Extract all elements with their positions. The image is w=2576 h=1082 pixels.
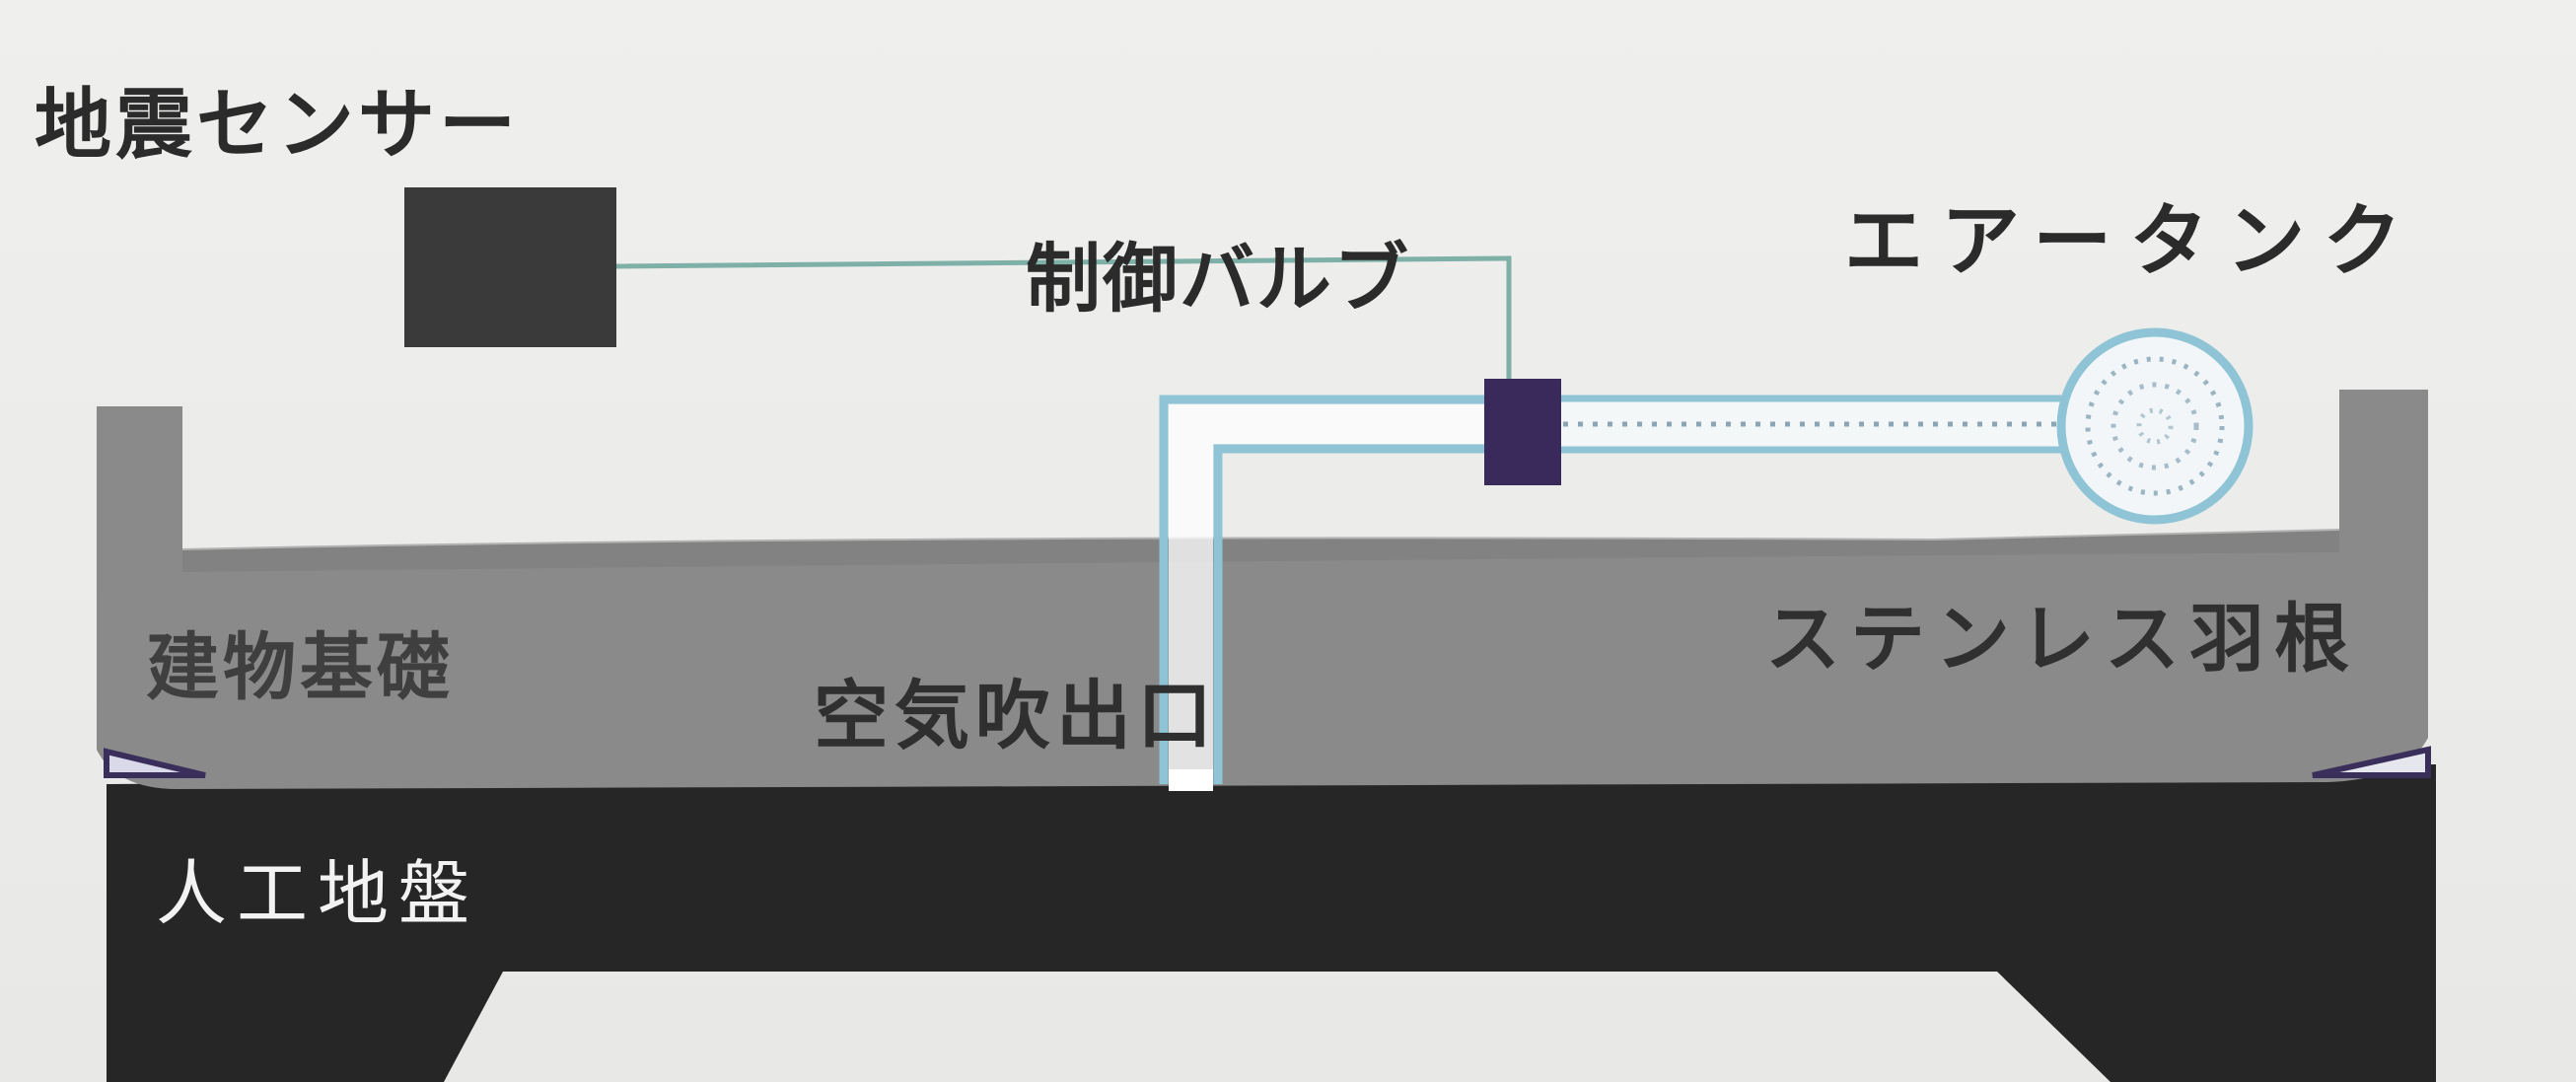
building-foundation bbox=[97, 390, 2428, 789]
sensor-signal-wire bbox=[612, 255, 1512, 381]
foundation-shade bbox=[182, 529, 2339, 572]
control-valve-label: 制御バルブ bbox=[1026, 235, 1410, 323]
air-pipe-valve-to-outlet-outer bbox=[1159, 395, 1489, 784]
air-tank-label: エアータンク bbox=[1844, 195, 2420, 287]
stainless-blade-right bbox=[2312, 746, 2431, 778]
control-valve bbox=[1484, 379, 1561, 485]
building-foundation-label: 建物基礎 bbox=[146, 625, 454, 710]
air-outlet-opening bbox=[1169, 769, 1213, 791]
stainless-blade-label: ステンレス羽根 bbox=[1765, 595, 2359, 683]
air-tank-dots-mid bbox=[2111, 382, 2199, 470]
air-outlet-label: 空気吹出口 bbox=[814, 672, 1218, 759]
air-tank-dots-inner bbox=[2136, 407, 2174, 445]
earthquake-sensor-label: 地震センサー bbox=[35, 81, 521, 170]
air-pipe-fill bbox=[1169, 404, 1489, 784]
earthquake-sensor bbox=[404, 187, 616, 347]
artificial-ground bbox=[107, 764, 2436, 1082]
air-pipe-valve-to-outlet-inner bbox=[1213, 444, 1489, 784]
stainless-blade-left bbox=[104, 748, 206, 778]
artificial-ground-label: 人工地盤 bbox=[156, 852, 480, 935]
air-tank-dots-outer bbox=[2085, 356, 2225, 496]
